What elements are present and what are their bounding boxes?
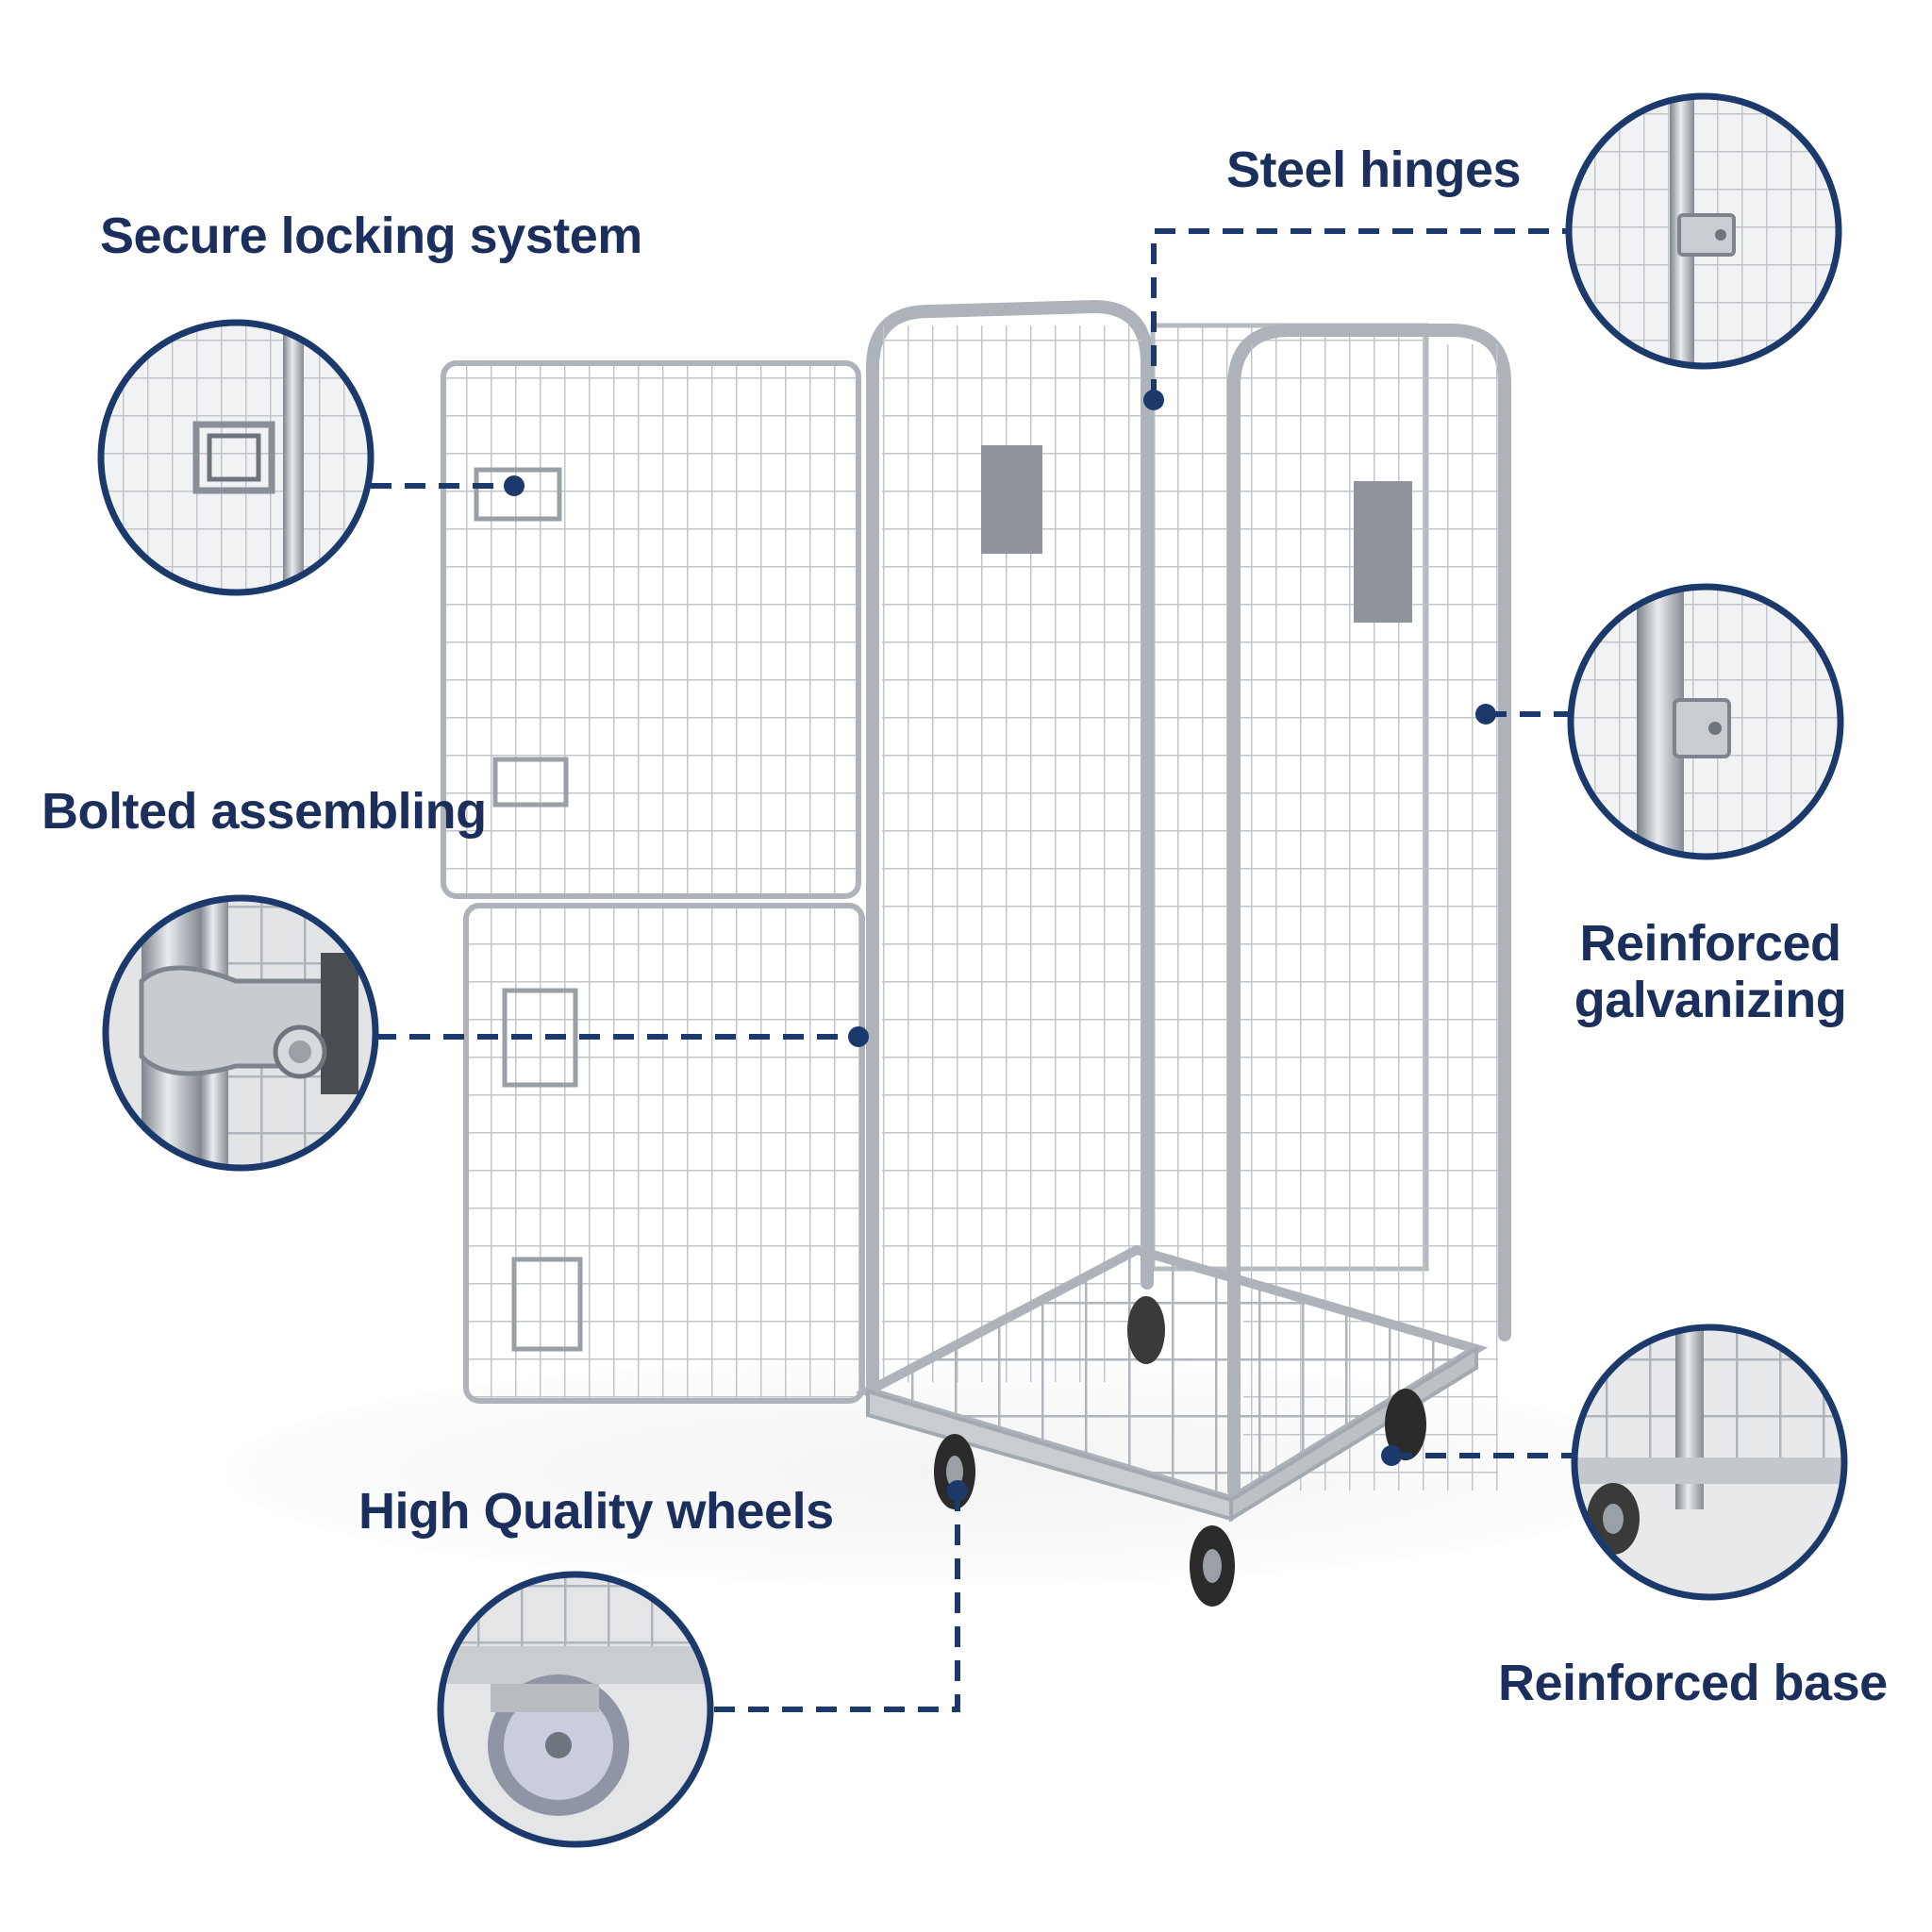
caster-wheel-detail-icon [437,1571,714,1848]
galvanized-hinge-detail-icon [1567,583,1844,860]
roll-cage-cart [441,299,1511,1607]
base-corner-detail-icon [1571,1324,1848,1601]
label-plate-left [981,445,1042,554]
hinge-detail-icon [1565,92,1842,370]
callout-label-reinforced-base: Reinforced base [1498,1655,1888,1711]
bolt-detail-icon [102,894,379,1172]
lock-latch-detail-icon [97,319,375,596]
callout-label-steel-hinges: Steel hinges [1226,142,1522,198]
callout-label-high-quality-wheels: High Quality wheels [358,1483,834,1540]
connector-lines [371,228,1574,1712]
callout-label-reinforced-galvanizing-line1: Reinforced [1579,915,1841,972]
callout-label-reinforced-galvanizing-line2: galvanizing [1574,972,1847,1028]
left-side-frame [866,299,1154,1393]
callout-label-bolted-assembling: Bolted assembling [42,783,487,840]
lower-door-panel [463,903,865,1404]
callout-label-secure-locking: Secure locking system [100,208,642,264]
connector-dots [504,390,1496,1501]
upper-door-panel [441,360,861,899]
label-plate-right [1354,481,1412,623]
cart-base [855,1244,1489,1523]
